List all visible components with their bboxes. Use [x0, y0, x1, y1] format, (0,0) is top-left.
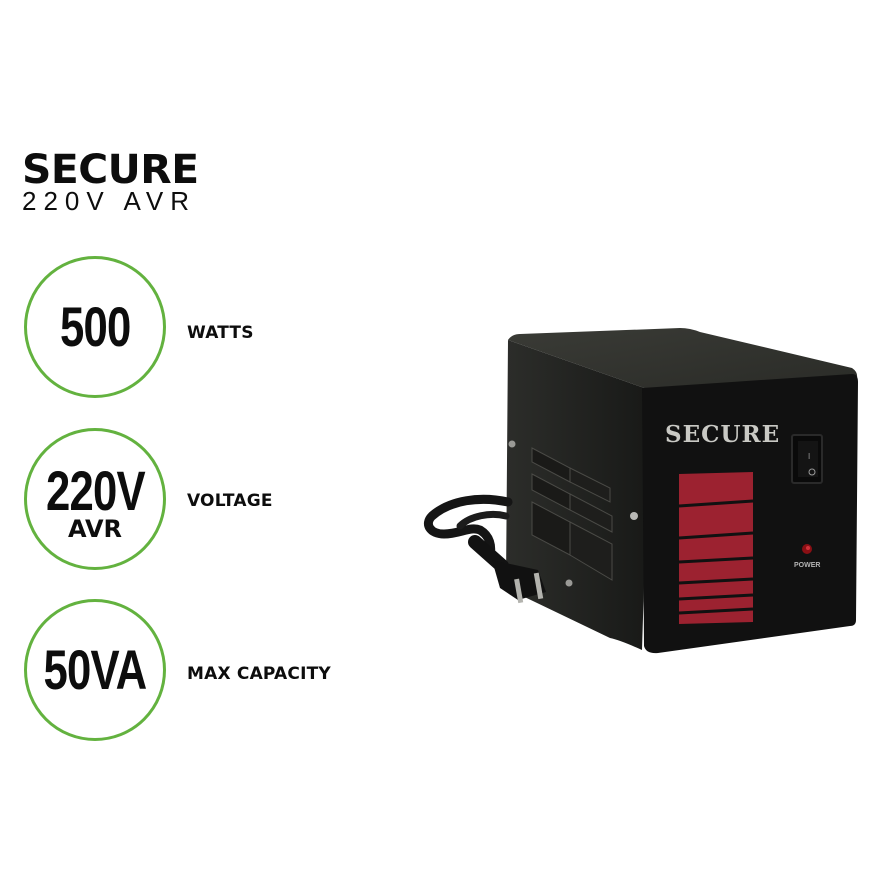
spec-badge-circle: 50VA: [24, 599, 166, 741]
brand-subtitle: 220V AVR: [22, 186, 197, 216]
product-image-avr: SECURE I POWER: [420, 320, 870, 660]
spec-badge-circle: 220V AVR: [24, 428, 166, 570]
avr-unit-illustration: SECURE I POWER: [424, 328, 858, 654]
spec-label: VOLTAGE: [187, 491, 273, 511]
spec-voltage: 220V AVR VOLTAGE: [24, 428, 364, 578]
spec-sub-value: AVR: [68, 515, 122, 543]
front-logo: SECURE: [665, 421, 780, 448]
spec-watts: 500 WATTS: [24, 256, 364, 406]
spec-label: MAX CAPACITY: [187, 664, 331, 684]
power-label: POWER: [794, 562, 820, 569]
red-indicator-panel: [678, 472, 754, 624]
spec-value: 220V: [45, 459, 146, 522]
brand-name: SECURE: [22, 147, 199, 193]
spec-badge-circle: 500: [24, 256, 166, 398]
spec-value: 500: [59, 295, 131, 358]
power-cord-icon: [424, 494, 546, 604]
spec-label: WATTS: [187, 323, 254, 343]
svg-text:I: I: [808, 452, 810, 461]
power-switch: I: [791, 434, 823, 484]
brand-header: SECURE 220V AVR: [22, 150, 199, 216]
spec-capacity: 50VA MAX CAPACITY: [24, 599, 364, 749]
spec-value: 50VA: [43, 638, 148, 701]
